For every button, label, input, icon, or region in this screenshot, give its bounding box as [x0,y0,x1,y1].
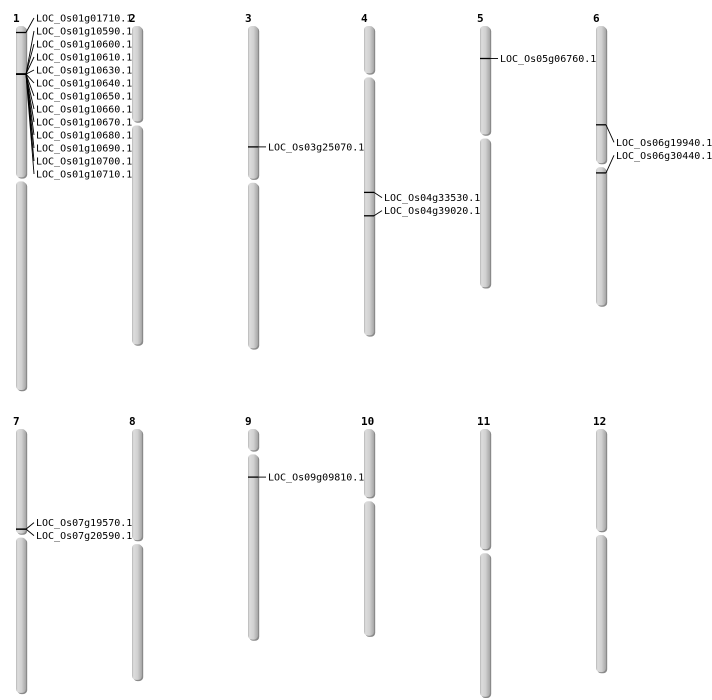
long-arm [596,535,606,673]
gene-label: LOC_Os01g10600.1 [36,40,132,51]
short-arm [480,429,490,550]
gene-label: LOC_Os01g10590.1 [36,27,132,38]
gene-label: LOC_Os01g10610.1 [36,53,132,64]
chromosome-label: 7 [13,415,20,428]
gene-connector [25,30,35,75]
long-arm [480,138,490,288]
gene-connector [25,528,35,536]
short-arm [132,26,142,122]
long-arm [248,454,258,640]
gene-connector [25,56,35,75]
short-arm [248,429,258,451]
chromosome-label: 8 [129,415,136,428]
long-arm [16,181,26,390]
gene-connector [605,155,615,174]
chromosome-11: 11 [477,415,492,698]
gene-connector [25,73,35,84]
long-arm [364,77,374,336]
short-arm [132,429,142,541]
gene-label: LOC_Os01g01710.1 [36,14,132,25]
chromosome-layer: 1 LOC_Os01g01710.1LOC_Os01g10590.1LOC_Os0… [13,12,712,698]
chromosome-label: 1 [13,12,20,25]
chromosome-label: 9 [245,415,252,428]
chromosome-8: 8 [129,415,144,682]
gene-label: LOC_Os04g39020.1 [384,206,480,217]
short-arm [480,26,490,135]
gene-label: LOC_Os01g10650.1 [36,92,132,103]
short-arm [248,26,258,179]
short-arm [364,429,374,498]
gene-label: LOC_Os06g19940.1 [616,138,712,149]
gene-connector [25,43,35,75]
chromosome-label: 2 [129,12,136,25]
long-arm [16,537,26,693]
gene-label: LOC_Os03g25070.1 [268,142,364,153]
long-arm [132,544,142,680]
gene-label: LOC_Os01g10660.1 [36,105,132,116]
short-arm [16,26,26,178]
gene-label: LOC_Os01g10630.1 [36,66,132,77]
gene-label: LOC_Os01g10690.1 [36,144,132,155]
long-arm [596,167,606,306]
long-arm [364,501,374,636]
long-arm [132,125,142,345]
short-arm [596,429,606,531]
chromosome-label: 3 [245,12,252,25]
gene-label: LOC_Os09g09810.1 [268,473,364,484]
gene-connector [373,192,383,198]
gene-connector [25,74,35,175]
short-arm [16,429,26,534]
chromosome-label: 6 [593,12,600,25]
chromosome-label: 12 [593,415,606,428]
gene-connector [25,522,35,530]
gene-label: LOC_Os07g20590.1 [36,531,132,542]
gene-connector [25,17,35,33]
chromosome-label: 10 [361,415,374,428]
gene-connector [25,73,35,97]
chromosome-1: 1 LOC_Os01g01710.1LOC_Os01g10590.1LOC_Os0… [13,12,132,392]
gene-label: LOC_Os04g33530.1 [384,193,480,204]
gene-label: LOC_Os07g19570.1 [36,518,132,529]
chromosome-12: 12 [593,415,608,674]
gene-connector [25,69,35,75]
chromosome-label: 4 [361,12,368,25]
long-arm [248,182,258,349]
gene-label: LOC_Os06g30440.1 [616,151,712,162]
short-arm [364,26,374,74]
long-arm [480,553,490,697]
chromosome-10: 10 [361,415,376,637]
gene-label: LOC_Os05g06760.1 [500,54,596,65]
gene-connector [605,124,615,143]
short-arm [596,26,606,164]
chromosome-label: 11 [477,415,491,428]
gene-label: LOC_Os01g10710.1 [36,170,132,181]
gene-label: LOC_Os01g10700.1 [36,157,132,168]
gene-label: LOC_Os01g10680.1 [36,131,132,142]
chromosome-2: 2 [129,12,144,346]
gene-connector [373,210,383,217]
chromosome-label: 5 [477,12,484,25]
gene-label: LOC_Os01g10640.1 [36,79,132,90]
gene-label: LOC_Os01g10670.1 [36,118,132,129]
